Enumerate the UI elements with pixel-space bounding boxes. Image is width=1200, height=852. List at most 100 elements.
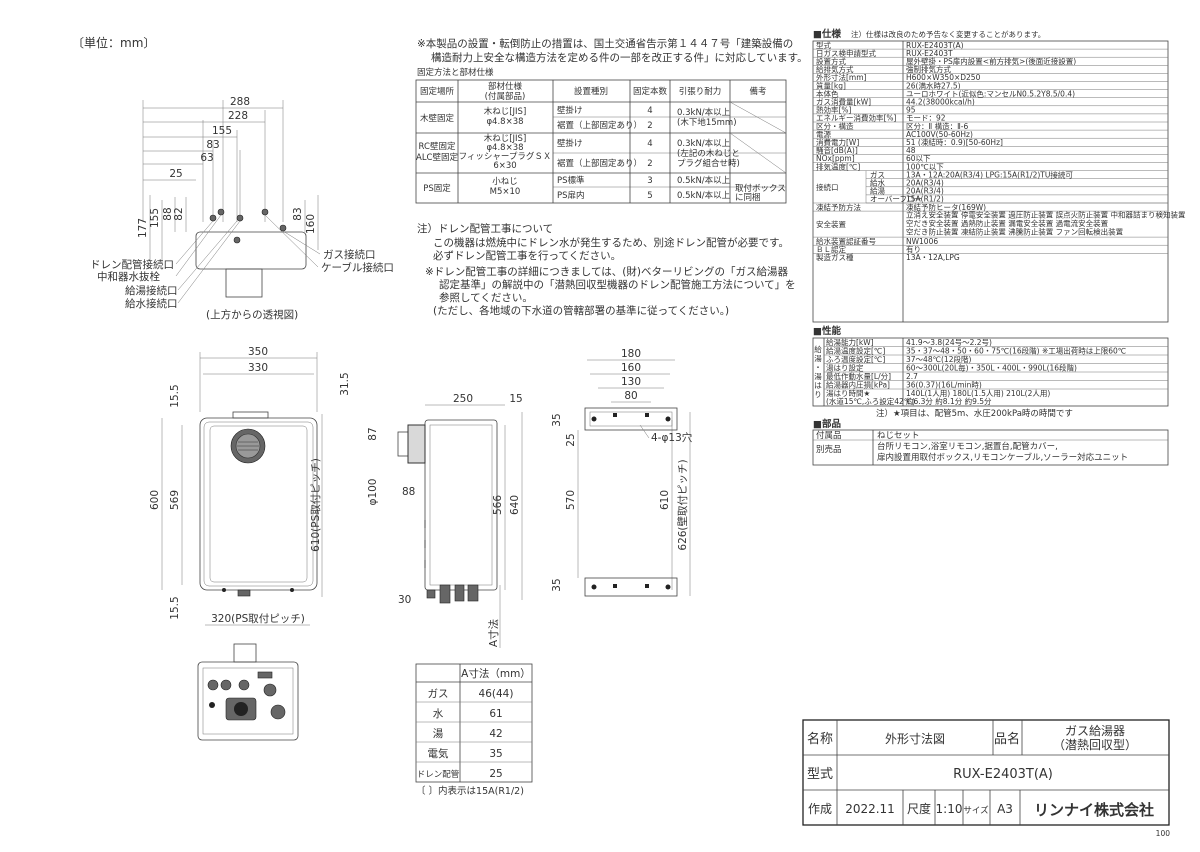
bracket-dim-160: 160 xyxy=(621,362,641,374)
fix-row3-note1: 取付ボックス xyxy=(735,183,786,194)
unit-label: 〔単位：mm〕 xyxy=(72,35,155,50)
spec-label-7: ガス消費量[kW] xyxy=(816,97,871,107)
parts-optional-line2: 扉内設置用取付ボックス,リモコンケーブル,ソーラー対応ユニット xyxy=(877,452,1128,463)
spec-value-15: 100℃以下 xyxy=(906,162,944,171)
a-row-hot-label: 湯 xyxy=(433,728,444,740)
fix-row1-place: 木壁固定 xyxy=(420,113,455,124)
fix-row2-spec4: 6×30 xyxy=(493,161,516,171)
tb-name-label: 名称 xyxy=(807,731,833,747)
freeze-label: 凍結予防方法 xyxy=(816,202,861,212)
fix-row1-count2: 2 xyxy=(647,121,652,131)
conn-value-1: 20A(R3/4) xyxy=(906,179,944,188)
drain-note-5: 認定基準」の解説中の「潜熱回収型機器のドレン配管施工方法について」を xyxy=(439,278,796,291)
top-dim-82: 82 xyxy=(173,207,185,220)
side-dim-31_5: 31.5 xyxy=(339,372,351,395)
spec-value-6: ユーロホワイト(近似色:マンセルN0.5.2Y8.5/0.4) xyxy=(906,88,1075,98)
spec-value-9: モード：92 xyxy=(906,114,946,123)
svg-text:ALC壁固定: ALC壁固定 xyxy=(416,152,458,163)
perf-value-4: 2.7 xyxy=(906,372,918,381)
spec-label-0: 型式 xyxy=(816,40,831,50)
a-row-water-value: 61 xyxy=(489,708,502,720)
bracket-view-drawing: 180 160 130 80 35 25 570 35 610 626(壁取付ピ… xyxy=(551,348,693,597)
fix-row3-type1: PS標準 xyxy=(557,175,585,186)
spec-tail-label-2: 製造ガス種 xyxy=(816,252,854,262)
fix-row2-type1: 壁掛け xyxy=(557,138,583,149)
fix-row1-strength2: (木下地15mm) xyxy=(677,117,737,128)
svg-text:部材仕様: 部材仕様 xyxy=(488,81,523,92)
freeze-value: 凍結予防ヒータ(169W) xyxy=(906,202,986,212)
safety-line-2: 空だき防止装置 凍結防止装置 沸騰防止装置 ファン回転検出装置 xyxy=(906,227,1124,237)
a-row-gas-label: ガス xyxy=(428,688,449,700)
perf-label-1: 給湯温度設定[℃] xyxy=(826,346,885,356)
side-dim-640: 640 xyxy=(509,495,521,515)
fix-row2-count2: 2 xyxy=(647,159,652,169)
top-dim-177: 177 xyxy=(137,218,149,238)
side-dim-88: 88 xyxy=(402,486,415,498)
a-row-drain-label: ドレン配管 xyxy=(417,769,460,780)
spec-value-2: 屋外壁掛・PS扉内設置<前方排気>(後面近接設置) xyxy=(906,56,1076,66)
tb-size-label: サイズ xyxy=(963,805,989,816)
drain-note-3: 必ずドレン配管工事を行ってください。 xyxy=(433,249,621,262)
perf-value-0: 41.9～3.8(24号～2.2号) xyxy=(906,338,992,347)
bracket-dim-180: 180 xyxy=(621,348,641,360)
bracket-dim-35-top: 35 xyxy=(551,413,563,426)
tb-item-line1: ガス給湯器 xyxy=(1065,724,1125,738)
fix-row3-count1: 3 xyxy=(647,176,652,186)
tb-model-label: 型式 xyxy=(807,767,833,782)
performance-table: ■性能 給湯・湯はり 給湯能力[kW]41.9～3.8(24号～2.2号)給湯温… xyxy=(812,325,1169,419)
parts-heading: ■部品 xyxy=(813,418,841,430)
perf-side-label: 給湯・湯はり xyxy=(814,344,822,399)
fill-time-line-1: 140L(1人用) 180L(1.5人用) 210L(2人用) xyxy=(906,389,1050,398)
front-dim-610-ps: 610(PS取付ピッチ) xyxy=(309,458,322,552)
conn-value-3: 15A(R1/2) xyxy=(906,195,944,204)
tb-made-label: 作成 xyxy=(808,802,832,816)
fix-row3-type2: PS扉内 xyxy=(557,190,585,201)
safety-line-1: 空だき安全装置 過熱防止装置 漏電安全装置 過電流安全装置 xyxy=(906,218,1109,228)
spec-heading: ■仕様 xyxy=(813,28,841,40)
spec-heading-note: 注）仕様は改良のため予告なく変更することがあります。 xyxy=(851,29,1045,39)
tb-name: 外形寸法図 xyxy=(885,732,945,746)
side-dim-250: 250 xyxy=(453,393,473,405)
fix-row1-type1: 壁掛け xyxy=(557,105,583,116)
perf-value-5: 36(0.37)(16L/min時) xyxy=(906,381,982,390)
side-dim-30: 30 xyxy=(398,594,411,606)
side-dim-15: 15 xyxy=(509,393,522,405)
fix-row2-spec2: φ4.8×38 xyxy=(486,143,523,153)
tb-item-label: 品名 xyxy=(994,731,1020,747)
fix-header-place: 固定場所 xyxy=(420,86,455,97)
spec-value-0: RUX-E2403T(A) xyxy=(906,41,964,50)
fix-row2-strength2: (左記の木ねじと xyxy=(677,148,740,159)
notice-line-2: 構造耐力上安全な構造方法を定める件の一部を改正する件」に対応しています。 xyxy=(431,51,808,64)
fix-row1-count1: 4 xyxy=(647,106,652,116)
spec-value-3: 強制排気方式 xyxy=(906,64,951,74)
drain-note-1: 注）ドレン配管工事について xyxy=(417,222,553,235)
a-row-elec-label: 電気 xyxy=(428,747,449,760)
fix-row2-spec3: フィッシャープラグＳＸ xyxy=(459,151,552,162)
svg-text:RC壁固定: RC壁固定 xyxy=(419,141,456,152)
top-dim-160: 160 xyxy=(305,214,317,234)
spec-tail-label-1: ＢＬ認定 xyxy=(816,244,846,254)
fix-row2-spec1: 木ねじ[JIS] xyxy=(484,133,527,144)
a-row-drain-value: 25 xyxy=(489,768,502,780)
fix-row3-note2: に同梱 xyxy=(735,192,761,203)
conn-label: 接続口 xyxy=(816,182,839,192)
side-dim-87: 87 xyxy=(367,427,379,440)
top-dim-288: 288 xyxy=(230,96,250,108)
top-dim-83: 83 xyxy=(206,139,219,151)
fix-row1-type2: 裾置（上部固定あり） xyxy=(557,120,642,131)
fix-row1-spec: 木ねじ[JIS] xyxy=(484,106,527,117)
spec-label-8: 熱効率[%] xyxy=(816,105,852,115)
top-dim-83v: 83 xyxy=(292,207,304,220)
spec-value-5: 26(満水時27.5) xyxy=(906,80,961,90)
tb-size: A3 xyxy=(997,802,1013,816)
fix-row1-strength: 0.3kN/本以上 xyxy=(677,107,731,118)
parts-table: ■部品 付属品 ねじセット 別売品 台所リモコン,浴室リモコン,据置台,配管カバ… xyxy=(812,418,1169,466)
spec-value-12: 51 (凍結時：0.9)[50-60Hz] xyxy=(906,137,1003,147)
top-dim-228: 228 xyxy=(228,110,248,122)
spec-label-1: 日ガス検申請型式 xyxy=(816,48,876,58)
spec-tail-label-0: 給水装置認証番号 xyxy=(816,236,876,246)
conn-value-2: 20A(R3/4) xyxy=(906,187,944,196)
spec-tail-value-0: NW1006 xyxy=(906,237,938,246)
fix-row3-strength1: 0.5kN/本以上 xyxy=(677,175,731,186)
